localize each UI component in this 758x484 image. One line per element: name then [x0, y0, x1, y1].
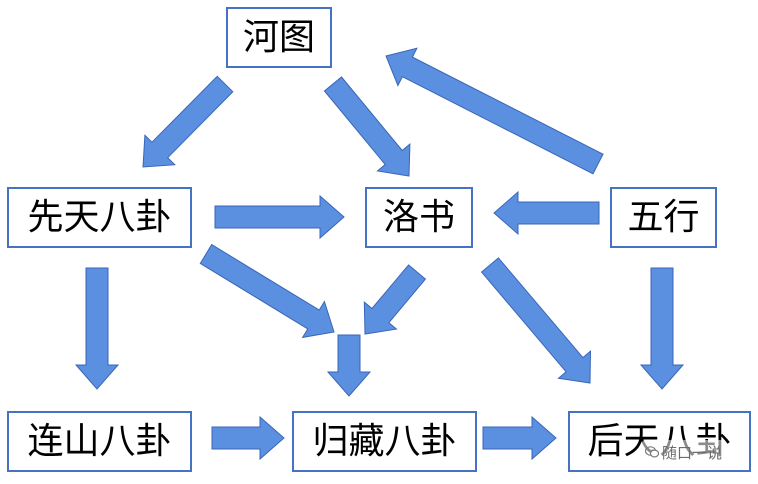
node-luoshu-label: 洛书 — [382, 196, 455, 238]
watermark: 随口一说 — [642, 440, 726, 464]
node-xiantian-bagua: 先天八卦 — [7, 187, 192, 248]
arrow-luoshu-to-houtian — [480, 257, 592, 384]
arrow-xiantian-to-lianshan — [74, 267, 120, 390]
arrow-wuxing-to-houtian — [639, 267, 685, 390]
watermark-text: 随口一说 — [662, 443, 723, 462]
arrow-merge-to-guicang — [326, 334, 372, 397]
node-guicang-label: 归藏八卦 — [312, 420, 457, 462]
arrow-luoshu-to-guicang — [363, 264, 427, 335]
node-guicang-bagua: 归藏八卦 — [292, 411, 477, 472]
arrow-xiantian-to-guicang — [199, 243, 335, 339]
arrow-wuxing-to-luoshu — [493, 190, 600, 236]
arrow-guicang-to-houtian — [482, 415, 557, 461]
node-wuxing-label: 五行 — [627, 196, 700, 238]
arrow-lianshan-to-guicang — [211, 415, 285, 461]
arrow-wuxing-to-hetu — [385, 47, 604, 175]
node-hetu-label: 河图 — [242, 16, 315, 58]
arrow-hetu-to-luoshu — [323, 76, 411, 177]
wechat-icon — [645, 446, 659, 458]
node-lianshan-bagua: 连山八卦 — [7, 411, 192, 472]
node-hetu: 河图 — [226, 7, 332, 68]
node-luoshu: 洛书 — [365, 187, 473, 248]
node-wuxing: 五行 — [610, 187, 717, 248]
arrow-hetu-to-xiantian — [142, 75, 234, 168]
arrow-xiantian-to-luoshu — [214, 194, 345, 240]
node-lianshan-label: 连山八卦 — [27, 420, 172, 462]
node-xiantian-label: 先天八卦 — [27, 196, 172, 238]
